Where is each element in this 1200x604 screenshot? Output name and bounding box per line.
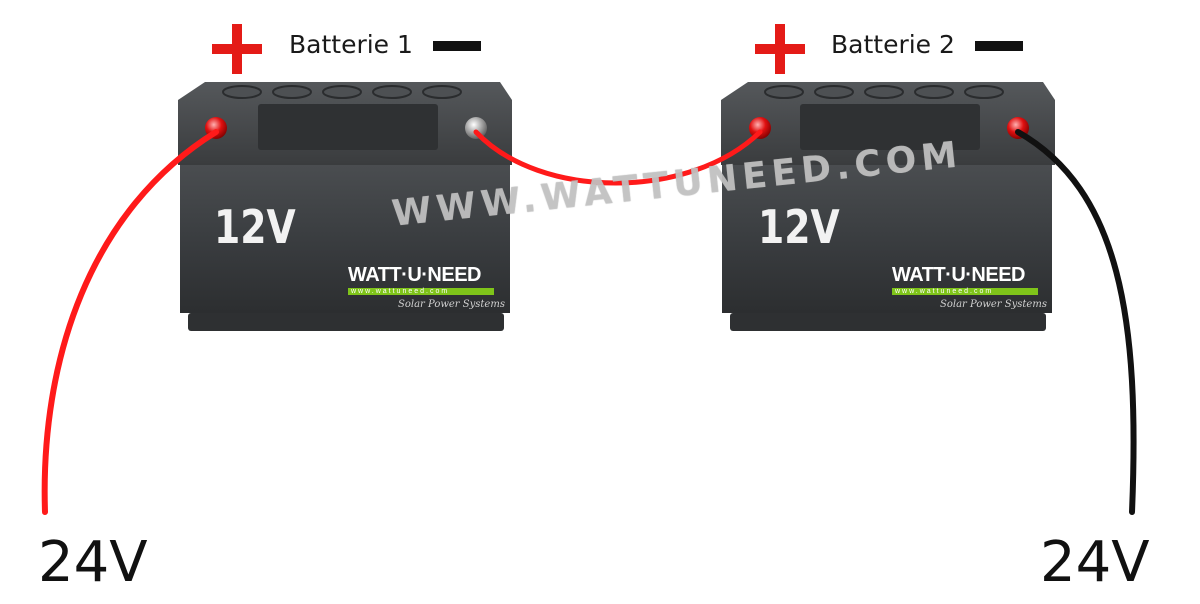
battery-2-tagline: Solar Power Systems	[940, 299, 1047, 310]
battery-2-base	[730, 313, 1046, 331]
battery-2-positive-terminal	[749, 117, 771, 139]
battery-1-voltage: 12V	[214, 200, 296, 254]
battery-2-voltage: 12V	[758, 200, 840, 254]
battery-1-tagline: Solar Power Systems	[398, 299, 505, 310]
battery-2-brand-logo: WATT·U·NEED	[892, 264, 1026, 286]
battery-1-title: Batterie 1	[289, 30, 413, 59]
battery-1-minus-sign	[433, 41, 481, 51]
series-link-wire	[473, 129, 763, 186]
battery-1-brand-logo: WATT·U·NEED	[348, 264, 482, 286]
battery-2-vent-caps	[764, 85, 1004, 99]
positive-output-wire	[41, 129, 219, 515]
battery-2-title: Batterie 2	[831, 30, 955, 59]
output-voltage-left: 24V	[38, 530, 148, 595]
battery-1-brand-url: www.wattuneed.com	[348, 288, 494, 295]
negative-output-wire	[1015, 129, 1137, 515]
battery-2-minus-sign	[975, 41, 1023, 51]
battery-1-plus-sign	[212, 24, 262, 74]
battery-1-negative-terminal	[465, 117, 487, 139]
battery-2-lid-recess	[800, 104, 980, 150]
output-voltage-right: 24V	[1040, 530, 1150, 595]
battery-2-brand-url: www.wattuneed.com	[892, 288, 1038, 295]
battery-1-base	[188, 313, 504, 331]
battery-1-vent-caps	[222, 85, 462, 99]
battery-2-plus-sign	[755, 24, 805, 74]
battery-1-lid-recess	[258, 104, 438, 150]
